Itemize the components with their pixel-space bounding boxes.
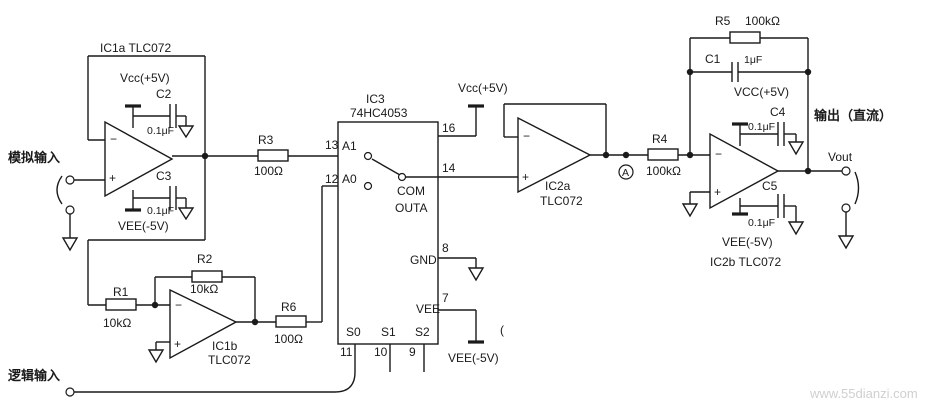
ground-symbol <box>61 237 79 252</box>
resistor-r2 <box>191 270 223 283</box>
pin-11: 11 <box>340 345 353 359</box>
analog-input-label: 模拟输入 <box>8 150 60 166</box>
pin-s0: S0 <box>346 325 361 339</box>
ic3-part: 74HC4053 <box>350 106 408 120</box>
pin-s2: S2 <box>415 325 430 339</box>
stray-paren: ( <box>500 323 504 337</box>
r1-value: 10kΩ <box>103 316 131 330</box>
pin-7: 7 <box>442 291 449 305</box>
resistor-r1 <box>105 298 137 311</box>
opamp-ic2b: − + <box>681 31 860 250</box>
resistor-r5 <box>729 31 761 44</box>
svg-text:+: + <box>714 185 721 199</box>
r2-ref: R2 <box>197 252 213 266</box>
opamp-ic1a: − + <box>87 55 338 305</box>
capacitor-c3 <box>133 186 195 221</box>
ic1b-part: TLC072 <box>208 353 251 367</box>
ground-symbol <box>837 235 855 250</box>
ic2b-vcc-label: VCC(+5V) <box>734 85 789 99</box>
c1-ref: C1 <box>705 52 721 66</box>
c4-ref: C4 <box>770 105 786 119</box>
ic2b-vee-label: VEE(-5V) <box>722 235 773 249</box>
pin-10: 10 <box>374 345 388 359</box>
r4-value: 100kΩ <box>646 164 681 178</box>
ground-symbol <box>147 349 165 364</box>
ic1a-label: IC1a TLC072 <box>100 41 171 55</box>
pin-com: COM <box>397 184 425 198</box>
pin-a0: A0 <box>342 172 357 186</box>
ic2a-part: TLC072 <box>540 194 583 208</box>
svg-text:−: − <box>715 147 722 161</box>
ic2a-label: IC2a <box>545 179 571 193</box>
c2-value: 0.1μF <box>147 125 174 137</box>
ic1a-vcc-label: Vcc(+5V) <box>120 71 170 85</box>
c3-value: 0.1μF <box>147 205 174 217</box>
pin-14: 14 <box>442 161 456 175</box>
capacitor-c2 <box>133 104 195 139</box>
svg-text:−: − <box>110 132 117 146</box>
ground-symbol <box>467 267 485 282</box>
pin-13: 13 <box>325 138 339 152</box>
opamp-ic2a: − + <box>503 103 648 194</box>
pin-gnd: GND <box>410 253 437 267</box>
ic3-vee-label: VEE(-5V) <box>448 351 499 365</box>
node-a-label: A <box>622 167 629 179</box>
output-label: 输出（直流） <box>814 108 892 124</box>
opamp-ic1b: − + <box>88 185 338 364</box>
svg-text:−: − <box>175 298 182 312</box>
ic1b-label: IC1b <box>212 339 238 353</box>
svg-text:+: + <box>174 337 181 351</box>
c5-ref: C5 <box>762 179 778 193</box>
r6-ref: R6 <box>281 300 297 314</box>
r1-ref: R1 <box>113 285 129 299</box>
pin-s1: S1 <box>381 325 396 339</box>
pin-8: 8 <box>442 241 449 255</box>
ic3-vcc-label: Vcc(+5V) <box>458 81 508 95</box>
analog-input-terminal <box>56 175 105 252</box>
resistor-r4 <box>647 148 710 161</box>
svg-text:+: + <box>109 171 116 185</box>
resistor-r3 <box>257 149 289 162</box>
ic1a-vee-label: VEE(-5V) <box>118 219 169 233</box>
pin-out: OUTA <box>395 201 427 215</box>
c4-value: 0.1μF <box>748 121 775 133</box>
c3-ref: C3 <box>156 169 172 183</box>
ic3-label: IC3 <box>366 92 385 106</box>
watermark: www.55dianzi.com <box>809 386 918 401</box>
r5-value: 100kΩ <box>745 14 780 28</box>
resistor-r6 <box>275 315 307 328</box>
c1-value: 1μF <box>744 54 762 66</box>
pin-vee: VEE <box>416 302 440 316</box>
pin-a1: A1 <box>342 139 357 153</box>
svg-text:+: + <box>522 170 529 184</box>
r4-ref: R4 <box>652 132 668 146</box>
c5-value: 0.1μF <box>748 217 775 229</box>
r3-value: 100Ω <box>254 164 283 178</box>
c2-ref: C2 <box>156 87 172 101</box>
r6-value: 100Ω <box>274 332 303 346</box>
ground-symbol <box>681 203 699 218</box>
svg-text:−: − <box>523 129 530 143</box>
ic3-mux <box>65 104 518 397</box>
pin-9: 9 <box>409 345 416 359</box>
r3-ref: R3 <box>258 133 274 147</box>
r5-ref: R5 <box>715 14 731 28</box>
vout-label: Vout <box>828 150 853 164</box>
r2-value: 10kΩ <box>190 282 218 296</box>
pin-16: 16 <box>442 121 456 135</box>
ic2b-label: IC2b TLC072 <box>710 255 781 269</box>
pin-12: 12 <box>325 172 339 186</box>
logic-input-label: 逻辑输入 <box>8 368 60 384</box>
